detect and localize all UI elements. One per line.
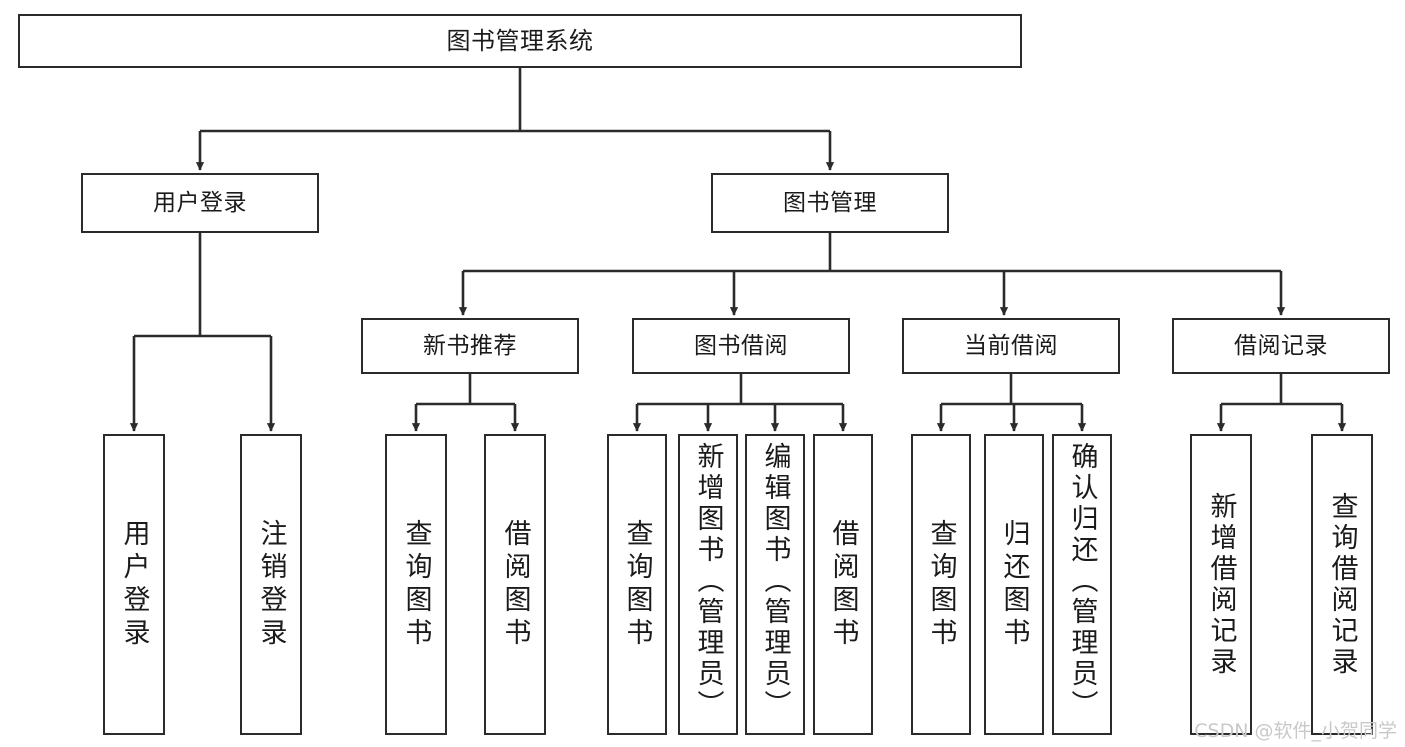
node-book-borrow-label: 图书借阅 [694,332,788,359]
node-leaf-user-login-label: 用户登录 [118,518,150,651]
node-leaf-edit-book-label: 编辑图书（管理员） [759,442,791,721]
node-leaf-add-record[interactable]: 新增借阅记录 [1190,434,1252,735]
node-new-book-rec-label: 新书推荐 [423,332,517,359]
node-leaf-user-logout[interactable]: 注销登录 [240,434,302,735]
node-leaf-borrow-book-1[interactable]: 借阅图书 [484,434,546,735]
node-user-login[interactable]: 用户登录 [81,173,319,233]
node-leaf-borrow-book-1-label: 借阅图书 [499,518,531,651]
node-leaf-add-book-label: 新增图书（管理员） [692,442,724,721]
node-leaf-query-book-1-label: 查询图书 [400,518,432,651]
node-leaf-user-login[interactable]: 用户登录 [103,434,165,735]
node-leaf-confirm-return[interactable]: 确认归还（管理员） [1052,434,1112,735]
node-leaf-add-book[interactable]: 新增图书（管理员） [678,434,738,735]
node-borrow-record-label: 借阅记录 [1234,332,1328,359]
node-leaf-query-record[interactable]: 查询借阅记录 [1311,434,1373,735]
node-leaf-query-book-3-label: 查询图书 [925,518,957,651]
node-user-login-label: 用户登录 [153,189,247,216]
node-leaf-query-book-2[interactable]: 查询图书 [607,434,667,735]
node-borrow-record[interactable]: 借阅记录 [1172,318,1390,374]
node-book-manage-label: 图书管理 [783,189,877,216]
node-leaf-query-record-label: 查询借阅记录 [1326,491,1358,678]
node-leaf-query-book-1[interactable]: 查询图书 [385,434,447,735]
node-leaf-return-book[interactable]: 归还图书 [984,434,1044,735]
node-leaf-query-book-3[interactable]: 查询图书 [911,434,971,735]
node-root-label: 图书管理系统 [446,27,594,55]
node-leaf-borrow-book-2[interactable]: 借阅图书 [813,434,873,735]
node-book-manage[interactable]: 图书管理 [711,173,949,233]
node-leaf-query-book-2-label: 查询图书 [621,518,653,651]
node-root[interactable]: 图书管理系统 [18,14,1022,68]
node-leaf-edit-book[interactable]: 编辑图书（管理员） [745,434,805,735]
csdn-watermark: CSDN @软件_小贺同学 [1194,720,1397,742]
node-book-borrow[interactable]: 图书借阅 [632,318,850,374]
node-current-borrow[interactable]: 当前借阅 [902,318,1120,374]
node-leaf-user-logout-label: 注销登录 [255,518,287,651]
node-leaf-add-record-label: 新增借阅记录 [1205,491,1237,678]
node-leaf-confirm-return-label: 确认归还（管理员） [1066,442,1098,721]
node-new-book-rec[interactable]: 新书推荐 [361,318,579,374]
node-current-borrow-label: 当前借阅 [964,332,1058,359]
node-leaf-borrow-book-2-label: 借阅图书 [827,518,859,651]
node-leaf-return-book-label: 归还图书 [998,518,1030,651]
